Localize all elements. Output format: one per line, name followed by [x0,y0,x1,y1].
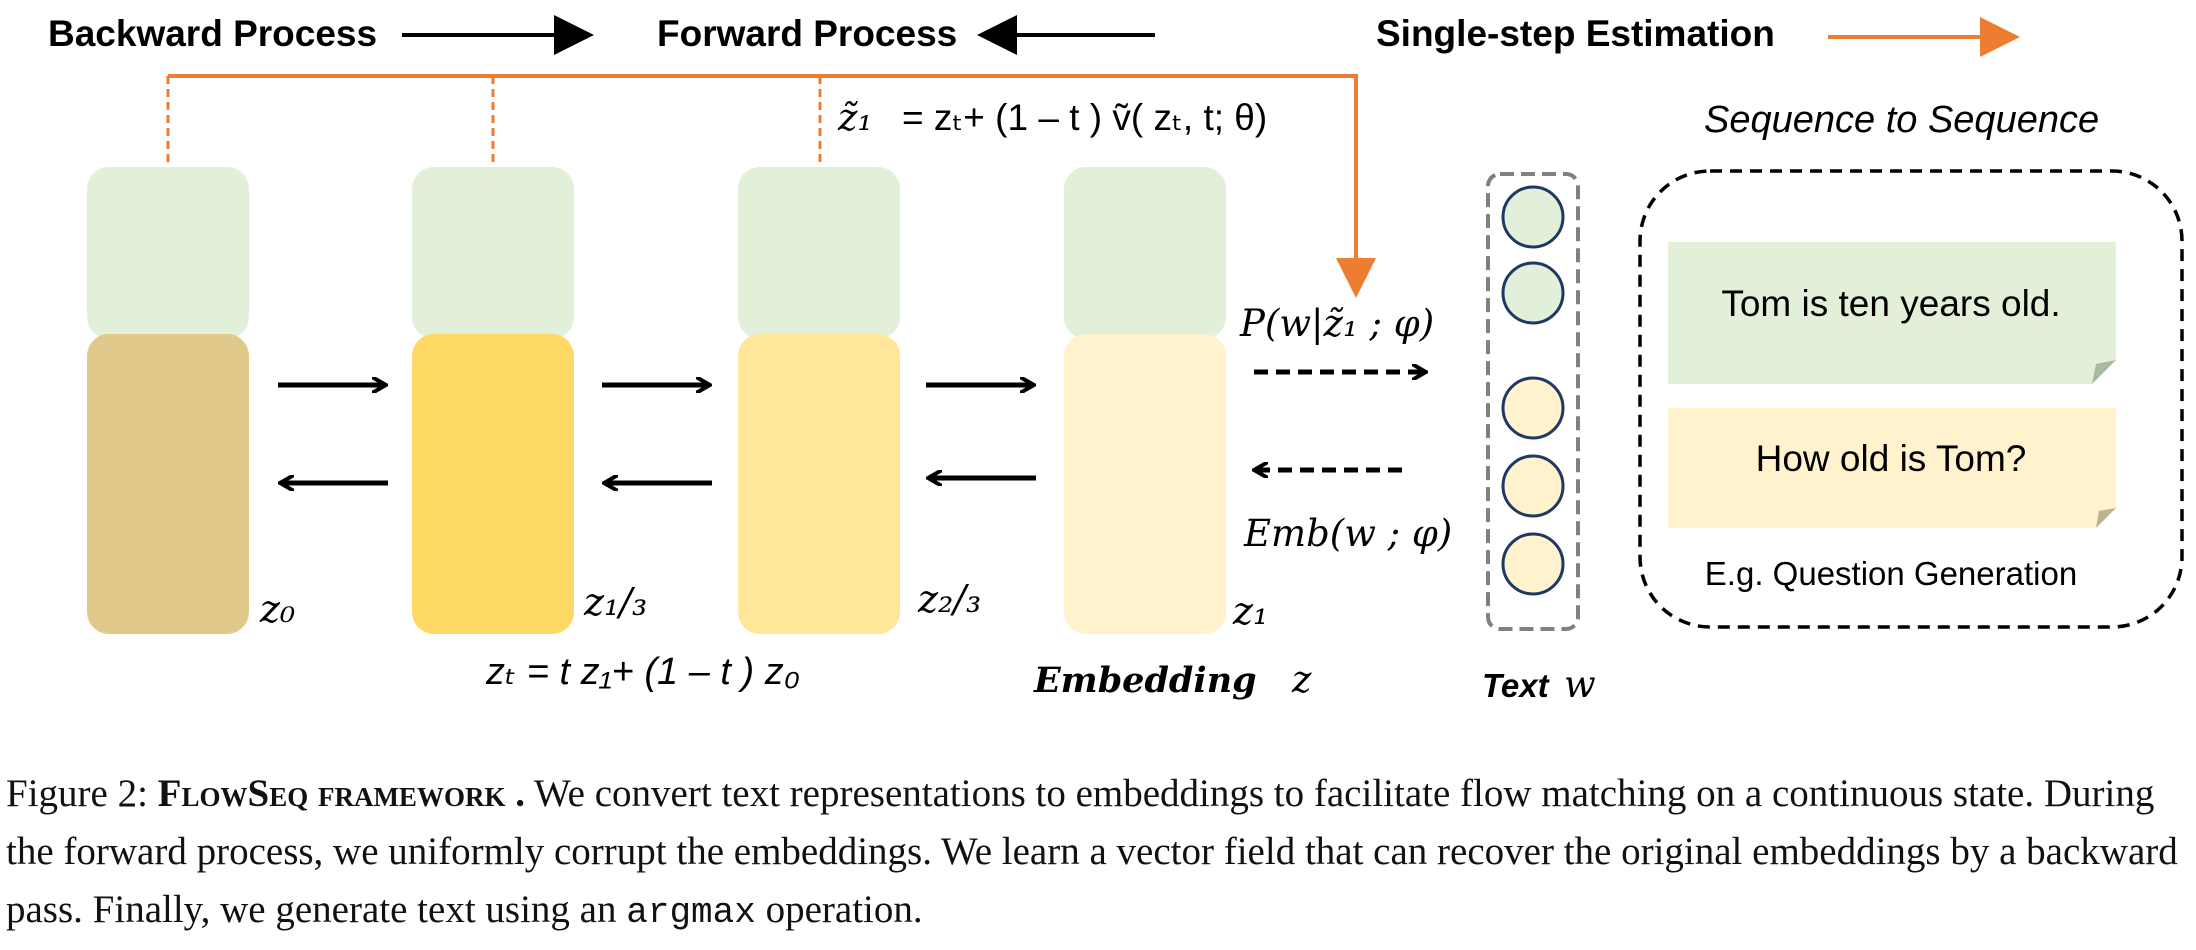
state-z0 [87,167,249,634]
state-z1-bottom [1064,334,1226,634]
embedding-var: z [1291,658,1312,701]
decode-formula: P(w|z̃₁ ; φ) [1239,302,1434,345]
legend-single-step-label: Single-step Estimation [1376,13,1775,54]
source-note-fold [2092,360,2116,384]
state-z13 [412,167,574,634]
embed-formula: Emb(w ; φ) [1243,512,1452,555]
seq2seq-title: Sequence to Sequence [1704,99,2099,141]
target-note-fold [2096,508,2116,528]
state-z0-top [87,167,249,339]
caption-end: operation. [755,888,923,931]
label-z13: z₁/₃ [583,580,647,624]
estimate-formula-lhs: z̃₁ [837,96,872,139]
token-target-2 [1501,454,1565,518]
label-z0: z₀ [259,587,295,631]
example-task: E.g. Question Generation [1705,555,2077,592]
state-z0-bottom [87,334,249,634]
text-var: w [1564,663,1596,706]
seq2seq-panel [1638,169,2184,629]
token-source-1 [1501,185,1565,249]
target-note [1668,408,2116,528]
state-z23-bottom [738,334,900,634]
figure-caption: Figure 2: FlowSeq framework . We convert… [6,765,2186,942]
caption-figure-number: Figure 2: [6,772,148,815]
token-target-3 [1501,532,1565,596]
label-z23: z₂/₃ [917,577,981,621]
estimate-formula-rhs: = zₜ+ (1 – t ) ṽ( zₜ, t; θ) [902,97,1267,138]
state-z23-top [738,167,900,339]
caption-code: argmax [626,892,756,933]
token-target-1 [1501,376,1565,440]
caption-framework-name: FlowSeq framework . [157,772,525,815]
state-z1 [1064,167,1226,634]
state-z1-top [1064,167,1226,339]
state-z23 [738,167,900,634]
embedding-label: Embedding [1033,660,1257,701]
label-z1: z₁ [1232,589,1268,633]
source-sentence: Tom is ten years old. [1721,283,2060,324]
caption-text: We convert text representations to embed… [6,772,2178,931]
source-note [1668,242,2116,384]
text-label: Text [1482,667,1551,704]
flowseq-diagram: Backward Process Forward Process Single-… [48,13,2184,706]
state-z13-bottom [412,334,574,634]
token-source-2 [1501,261,1565,325]
interp-formula: zₜ = t z₁+ (1 – t ) z₀ [485,651,800,693]
legend-backward-label: Backward Process [48,13,377,54]
text-token-column [1486,172,1580,631]
legend-forward-label: Forward Process [657,13,957,54]
state-z13-top [412,167,574,339]
target-sentence: How old is Tom? [1756,438,2027,479]
